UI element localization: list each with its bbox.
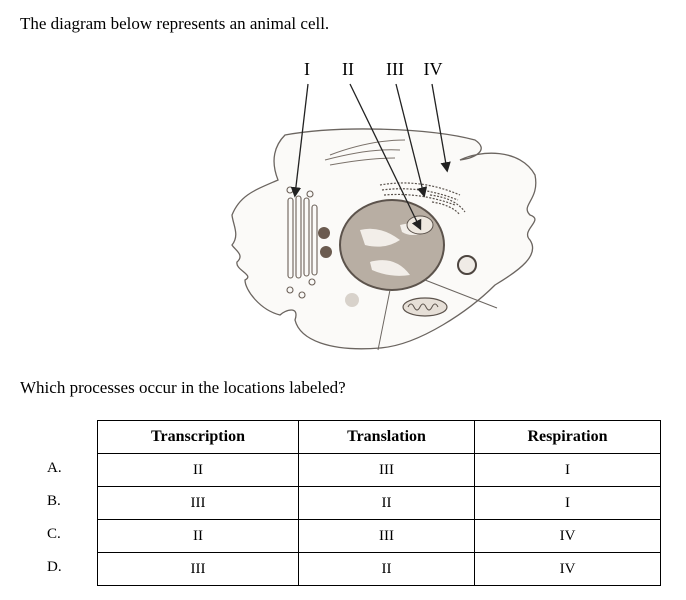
cell: II	[298, 486, 475, 520]
cell: III	[97, 486, 299, 520]
choice-label-b[interactable]: B.	[47, 493, 61, 509]
cell: III	[97, 552, 299, 586]
cell: II	[298, 552, 475, 586]
vacuole	[457, 255, 477, 275]
cell: II	[97, 453, 299, 487]
label-II: II	[342, 59, 354, 79]
table-header-row: Transcription Translation Respiration	[97, 420, 661, 454]
cell: IV	[474, 519, 661, 553]
question-text: Which processes occur in the locations l…	[20, 378, 346, 397]
arrow-I	[290, 83, 309, 198]
cutaway-line	[424, 279, 498, 309]
lysosome	[345, 293, 359, 307]
label-I: I	[304, 59, 310, 79]
nucleus	[339, 199, 445, 291]
intro-text: The diagram below represents an animal c…	[20, 14, 330, 33]
centriole	[318, 227, 330, 239]
centriole	[320, 246, 332, 258]
label-III: III	[386, 59, 404, 79]
label-IV: IV	[424, 59, 443, 79]
arrow-IV	[431, 83, 451, 173]
mitochondrion-cristae	[407, 303, 439, 311]
choice-label-a[interactable]: A.	[47, 460, 62, 476]
cell: II	[97, 519, 299, 553]
nucleolus	[406, 215, 434, 235]
header-translation: Translation	[298, 420, 475, 454]
cell: I	[474, 453, 661, 487]
header-transcription: Transcription	[97, 420, 299, 454]
cell: III	[298, 453, 475, 487]
header-respiration: Respiration	[474, 420, 661, 454]
choice-label-d[interactable]: D.	[47, 559, 62, 575]
answer-table: Transcription Translation Respiration II…	[97, 420, 661, 586]
smooth-er	[324, 139, 406, 166]
arrow-III	[395, 83, 428, 198]
cell: IV	[474, 552, 661, 586]
mitochondrion	[402, 297, 448, 317]
cell: III	[298, 519, 475, 553]
animal-cell-diagram: I II III IV	[231, 59, 537, 351]
cell: I	[474, 486, 661, 520]
arrow-II	[349, 83, 422, 231]
cutaway-line	[377, 289, 391, 351]
choice-label-c[interactable]: C.	[47, 526, 61, 542]
